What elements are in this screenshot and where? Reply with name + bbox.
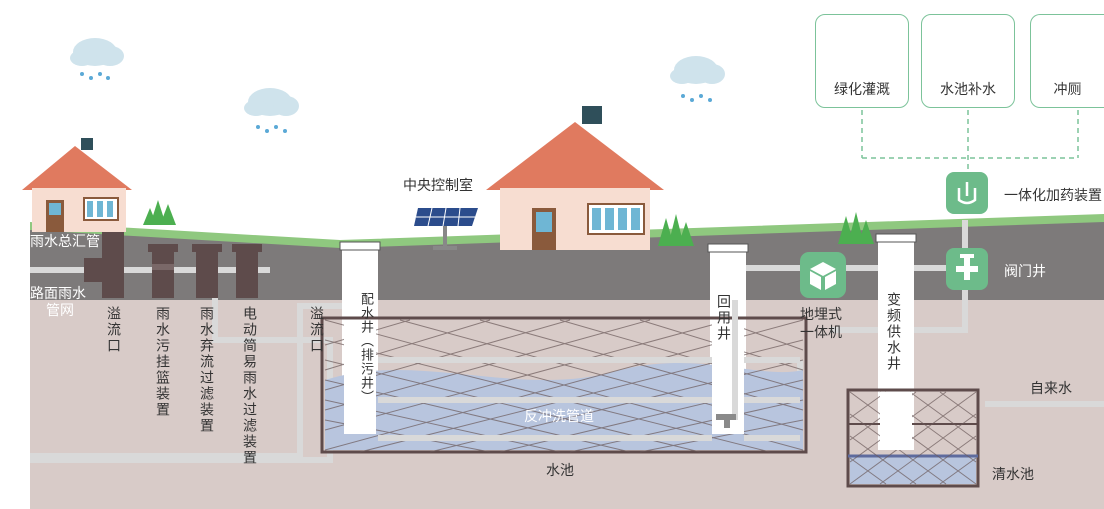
use-card-toilet: 冲厕: [1030, 14, 1104, 108]
solar-panel-icon: [414, 207, 478, 250]
distribution-well-cap: [339, 241, 381, 251]
electric-filter-label: 电动简易雨水过滤装置: [241, 306, 257, 466]
vfd-well-inner: [880, 392, 912, 450]
tree-icon: [658, 214, 694, 246]
distribution-well-label: 配水井（排污井）: [358, 292, 373, 404]
supply-dashed-lines: [861, 110, 1079, 176]
tap-water-label: 自来水: [1030, 381, 1072, 397]
clear-water-pool: [846, 388, 980, 488]
road-pipe-label-1: 路面雨水: [30, 286, 86, 302]
use-card-pool-refill: 水池补水: [921, 14, 1015, 108]
return-well-cap: [707, 243, 749, 253]
pool-label: 水池: [546, 463, 574, 479]
cloud-icon: [70, 38, 124, 66]
control-room-label: 中央控制室: [403, 178, 473, 194]
tree-icon: [143, 200, 176, 225]
use-label: 水池补水: [940, 81, 996, 97]
water-pool: [320, 316, 808, 454]
rain-drops-icon: [80, 72, 110, 80]
vfd-well-label: 变频供水井: [885, 292, 901, 372]
main-pipe-label: 雨水总汇管: [30, 234, 100, 250]
house-left-icon: [22, 138, 132, 232]
clear-pool-label: 清水池: [992, 467, 1034, 483]
pipe-over-pool: [378, 300, 800, 441]
house-center-icon: [486, 106, 664, 250]
cloud-icon: [670, 56, 725, 84]
use-card-irrigation: 绿化灌溉: [815, 14, 909, 108]
buried-unit-icon: [800, 252, 846, 298]
dosing-device-icon: [946, 172, 988, 214]
vfd-well-cap: [875, 233, 917, 243]
use-label: 绿化灌溉: [834, 81, 890, 97]
cloud-icon: [244, 88, 299, 116]
backwash-label: 反冲洗管道: [524, 409, 594, 425]
basket-label: 雨水污挂篮装置: [154, 306, 170, 418]
overflow-mid-label: 溢流口: [308, 306, 324, 354]
return-well-label: 回用井: [715, 294, 731, 342]
buried-unit-label-2: 一体机: [800, 325, 842, 341]
well-pipes: [84, 232, 262, 298]
grass-strip: [30, 214, 1104, 248]
diversion-label: 雨水弃流过滤装置: [198, 306, 214, 434]
use-label: 冲厕: [1053, 81, 1082, 97]
valve-well-label: 阀门井: [1004, 264, 1046, 280]
road-pipe-label-2: 管网: [46, 303, 74, 319]
distribution-well-inner: [344, 320, 376, 434]
pump-icon: [716, 414, 736, 428]
overflow-left-label: 溢流口: [105, 306, 121, 354]
tree-icon: [838, 212, 874, 244]
rain-drops-icon: [256, 125, 287, 133]
valve-icon: [946, 248, 988, 290]
buried-unit-label-1: 地埋式: [800, 307, 842, 323]
dosing-label: 一体化加药装置: [1004, 188, 1102, 204]
rain-drops-icon: [681, 94, 712, 102]
